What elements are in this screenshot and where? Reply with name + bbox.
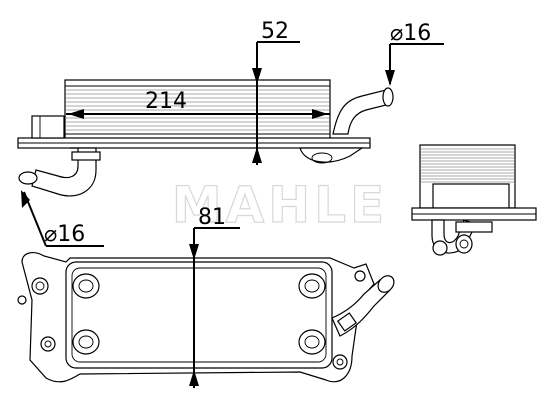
mahle-watermark: MAHLE bbox=[172, 176, 388, 234]
dim-text-214: 214 bbox=[145, 89, 187, 114]
dimension-dia16-right: ⌀16 bbox=[385, 21, 444, 86]
dim-text-81: 81 bbox=[198, 205, 226, 230]
bottom-view bbox=[17, 252, 395, 383]
top-view bbox=[17, 79, 394, 197]
dim-text-dia16-right: ⌀16 bbox=[390, 21, 431, 46]
dim-text-52: 52 bbox=[261, 19, 289, 44]
dimension-214: 214 bbox=[66, 89, 330, 119]
side-view bbox=[411, 144, 537, 256]
dimension-52: 52 bbox=[252, 19, 300, 165]
dimension-81: 81 bbox=[189, 205, 240, 388]
dim-text-dia16-left: ⌀16 bbox=[44, 222, 85, 247]
dimension-dia16-left: ⌀16 bbox=[21, 190, 104, 247]
